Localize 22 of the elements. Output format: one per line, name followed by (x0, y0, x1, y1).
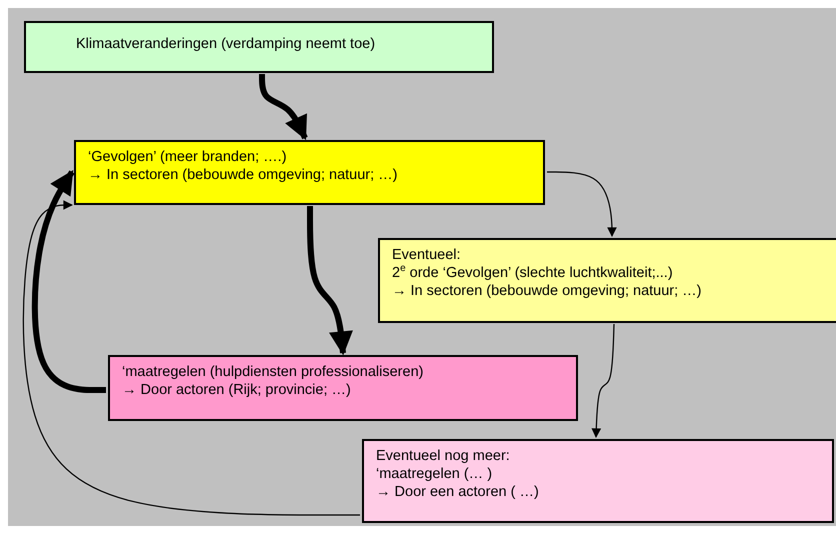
box-text: → In sectoren (bebouwde omgeving; natuur; …) (392, 282, 702, 300)
box-text: → Door een actoren ( …) (376, 483, 540, 501)
box-text: → In sectoren (bebouwde omgeving; natuur; …) (88, 166, 398, 184)
process-box (24, 21, 494, 73)
arrow (22, 200, 360, 516)
process-box (74, 140, 545, 205)
arrow (547, 171, 617, 237)
process-box (108, 355, 578, 421)
arrow (32, 170, 106, 393)
box-text: ‘maatregelen (hulpdiensten professionaliseren) (122, 363, 424, 381)
box-text: ‘maatregelen (… ) (376, 465, 494, 483)
box-text: ‘Gevolgen’ (meer branden; ….) (88, 148, 288, 166)
process-box (362, 439, 834, 523)
box-text: Eventueel: (392, 246, 462, 264)
arrow (259, 74, 308, 140)
process-box (378, 238, 836, 323)
box-text: Klimaatveranderingen (verdamping neemt toe) (76, 35, 376, 53)
box-text: Eventueel nog meer: (376, 447, 511, 465)
arrow (592, 324, 615, 438)
box-text: → Door actoren (Rijk; provincie; …) (122, 381, 352, 399)
box-text: 2$^{e}$ orde ‘Gevolgen’ (slechte luchtkwaliteit;...) (392, 264, 674, 282)
arrow (307, 206, 353, 356)
